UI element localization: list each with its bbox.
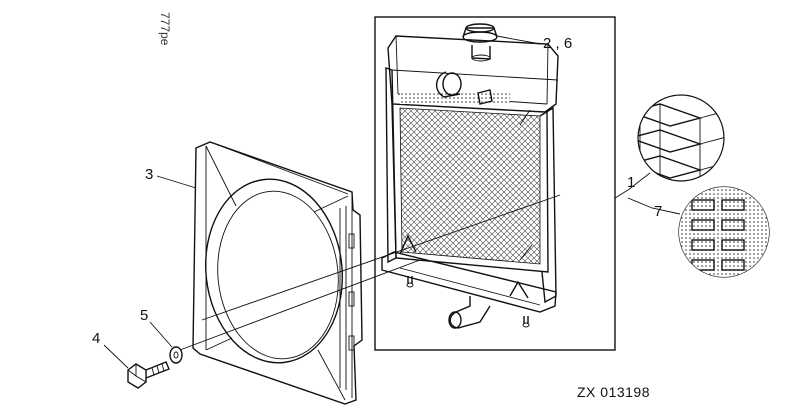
leader-1-to-detail	[627, 172, 651, 191]
callout-2-6: 2 , 6	[543, 35, 572, 52]
radiator-core	[385, 67, 557, 304]
washer	[169, 346, 183, 364]
callout-1: 1	[627, 174, 635, 191]
alignment-line-1	[201, 194, 561, 321]
core-detail-tube	[678, 186, 770, 278]
corner-mark: 777pe	[158, 12, 172, 46]
outlet-pipe	[448, 296, 491, 329]
alignment-line-2	[179, 259, 421, 351]
core-detail-fin	[637, 94, 725, 182]
radiator-assembly	[374, 16, 616, 351]
leader-5	[149, 321, 173, 348]
radiator-frame-box	[374, 16, 616, 351]
callout-5: 5	[140, 307, 148, 324]
leader-7	[627, 197, 681, 215]
bottom-tank	[381, 234, 557, 313]
leader-2-6	[496, 35, 541, 45]
callout-3: 3	[145, 166, 153, 183]
leader-4	[103, 344, 129, 369]
callout-4: 4	[92, 330, 100, 347]
figure-code: ZX 013198	[577, 384, 650, 400]
leader-1	[614, 189, 629, 199]
radiator-cap	[462, 23, 498, 62]
leader-3	[156, 175, 197, 189]
fan-shroud	[192, 141, 363, 405]
bolt	[127, 361, 170, 389]
callout-7: 7	[654, 203, 662, 220]
inlet-pipe	[436, 71, 493, 105]
header-tank	[387, 35, 559, 113]
